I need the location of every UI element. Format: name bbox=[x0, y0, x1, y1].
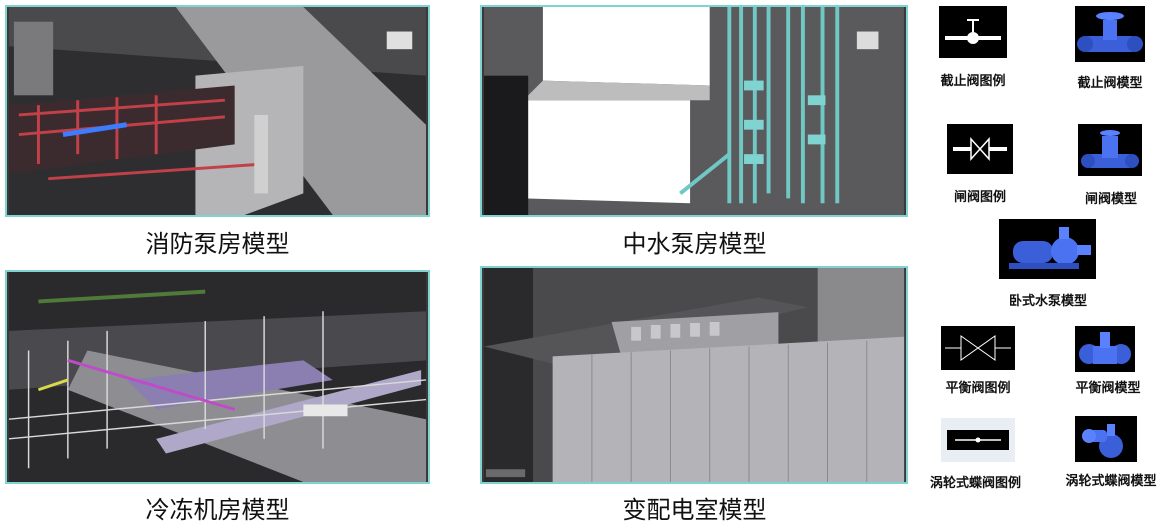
reclaimed-water-pump-room-render bbox=[484, 7, 904, 215]
balance-valve-symbol-icon bbox=[941, 326, 1015, 370]
horizontal-pump-model-label: 卧式水泵模型 bbox=[1008, 294, 1087, 309]
butterfly-valve-symbol-label: 涡轮式蝶阀图例 bbox=[929, 476, 1021, 491]
horizontal-pump-model-icon bbox=[999, 219, 1096, 279]
globe-valve-model-label: 截止阀模型 bbox=[1077, 76, 1143, 91]
balance-valve-model-icon bbox=[1075, 326, 1135, 372]
gate-valve-model-label: 闸阀模型 bbox=[1084, 192, 1137, 207]
refrigeration-room-label: 冷冻机房模型 bbox=[145, 496, 290, 524]
globe-valve-symbol-icon bbox=[939, 6, 1007, 58]
butterfly-valve-model-label: 涡轮式蝶阀模型 bbox=[1065, 474, 1157, 489]
fire-pump-room-view bbox=[5, 5, 430, 217]
reclaimed-water-pump-room-view bbox=[480, 5, 908, 217]
fire-pump-room-render bbox=[9, 7, 426, 215]
refrigeration-room-render bbox=[8, 272, 427, 482]
balance-valve-model-label: 平衡阀模型 bbox=[1075, 381, 1141, 396]
substation-room-render bbox=[483, 268, 905, 482]
fire-pump-room-label: 消防泵房模型 bbox=[145, 230, 290, 258]
balance-valve-symbol-label: 平衡阀图例 bbox=[945, 381, 1011, 396]
globe-valve-model-icon bbox=[1075, 6, 1145, 62]
gate-valve-symbol-icon bbox=[947, 124, 1013, 174]
gate-valve-symbol-label: 闸阀图例 bbox=[953, 190, 1006, 205]
butterfly-valve-model-icon bbox=[1075, 416, 1137, 462]
butterfly-valve-symbol-icon bbox=[941, 418, 1015, 462]
gate-valve-model-icon bbox=[1078, 124, 1142, 176]
substation-room-label: 变配电室模型 bbox=[622, 496, 767, 524]
reclaimed-water-pump-room-label: 中水泵房模型 bbox=[622, 230, 767, 258]
substation-room-view bbox=[480, 266, 908, 484]
refrigeration-room-view bbox=[5, 270, 430, 484]
globe-valve-symbol-label: 截止阀图例 bbox=[940, 74, 1006, 89]
